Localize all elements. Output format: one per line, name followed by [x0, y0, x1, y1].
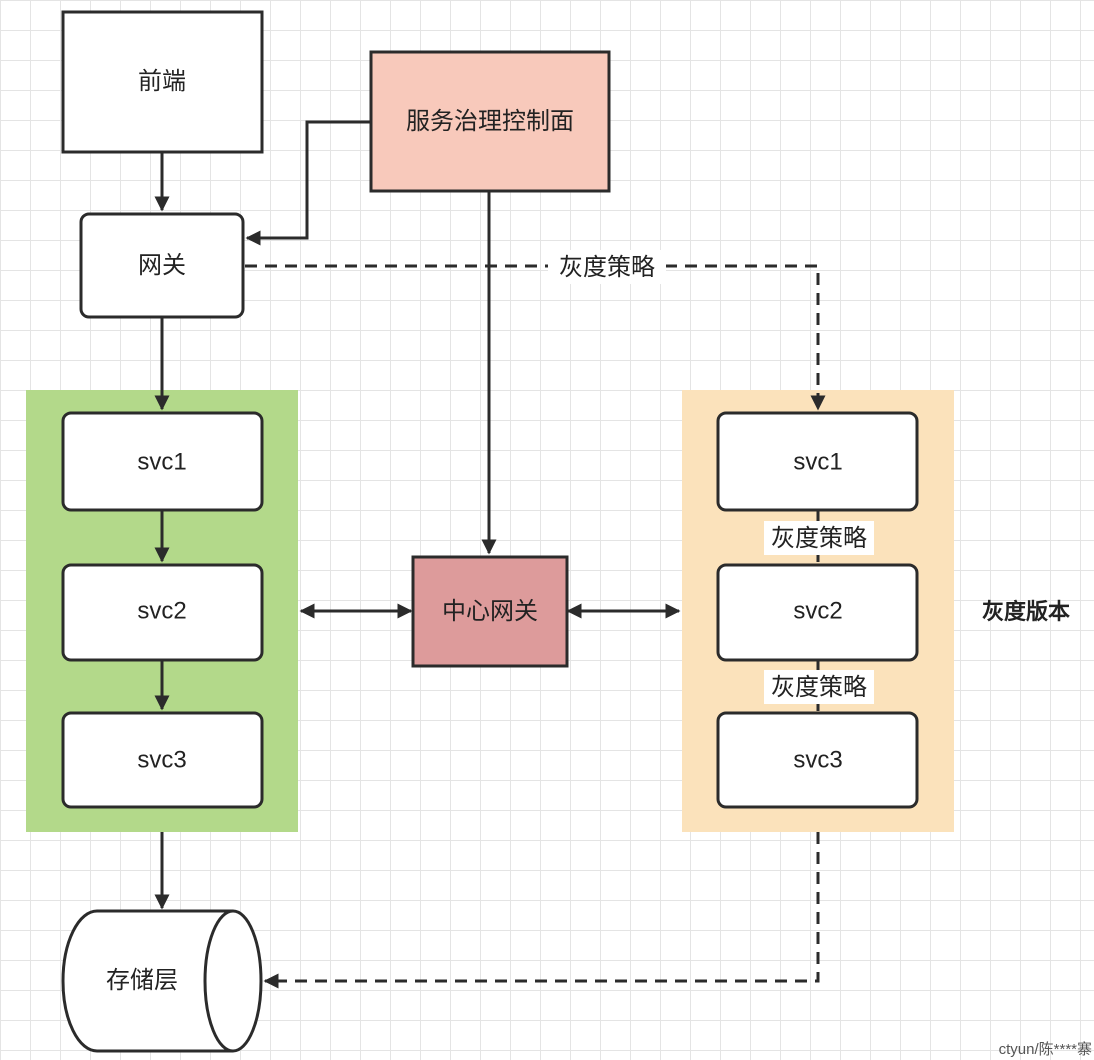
gray-policy-gateway-label: 灰度策略 [559, 253, 655, 281]
edge-gateway-gray-dashed [245, 264, 826, 411]
frontend-node [61, 10, 264, 154]
gray-svc3-node [716, 711, 919, 809]
storage-label: 存储层 [106, 966, 178, 994]
gray-policy-2-label: 灰度策略 [771, 673, 867, 701]
gray-policy-gateway-bg [548, 250, 666, 284]
frontend-label: 前端 [138, 67, 186, 95]
gray-svc1-label: svc1 [793, 448, 842, 475]
storage-node [61, 909, 263, 1053]
stable-svc1-node [61, 411, 264, 512]
stable-svc3-node [61, 711, 264, 809]
stable-svc2-label: svc2 [137, 597, 186, 624]
gray-policy-1-bg [764, 521, 874, 555]
gray-version-label: 灰度版本 [982, 599, 1070, 625]
gray-svc3-label: svc3 [793, 746, 842, 773]
gray-svc1-node [716, 411, 919, 512]
control-plane-node [369, 50, 611, 193]
edge-control-gateway [245, 120, 371, 246]
watermark: ctyun/陈****寨 [999, 1040, 1092, 1058]
gray-policy-2-bg [764, 670, 874, 704]
stable-svc3-label: svc3 [137, 746, 186, 773]
gateway-label: 网关 [138, 251, 186, 279]
center-gateway-node [411, 555, 569, 668]
edge-gray-storage-dashed [263, 832, 820, 989]
stable-svc2-node [61, 563, 264, 662]
gray-svc2-label: svc2 [793, 597, 842, 624]
control-plane-label: 服务治理控制面 [406, 107, 574, 135]
gray-svc2-node [716, 563, 919, 662]
center-gateway-label: 中心网关 [442, 597, 538, 625]
stable-svc1-label: svc1 [137, 448, 186, 475]
gray-policy-1-label: 灰度策略 [771, 524, 867, 552]
gateway-node [79, 212, 245, 319]
